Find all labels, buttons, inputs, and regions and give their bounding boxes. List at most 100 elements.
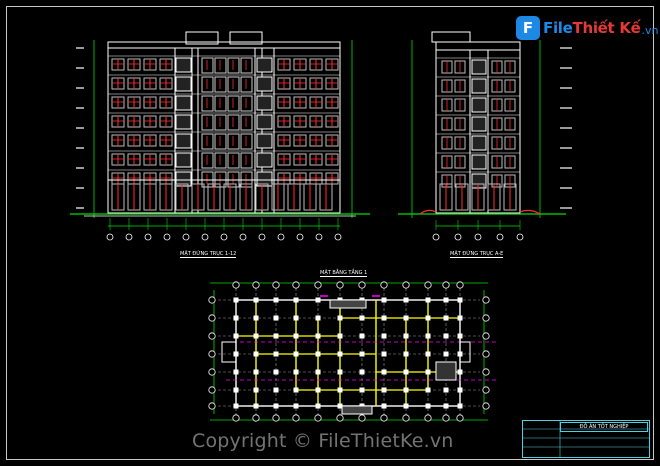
grid-bubble: [220, 233, 228, 241]
curtain-panel: [214, 57, 227, 74]
plan-column: [233, 387, 239, 393]
plan-entrance-left: [221, 341, 237, 363]
plan-grid-bubble: [482, 386, 490, 394]
side-balcony: [471, 135, 487, 151]
plan-column: [315, 351, 321, 357]
side-balcony: [471, 59, 487, 75]
balcony-left: [175, 76, 192, 92]
plan-grid-bubble: [482, 296, 490, 304]
curtain-panel: [227, 95, 240, 112]
balcony-right: [256, 57, 273, 73]
plan-grid-bubble: [208, 314, 216, 322]
roof-box-right: [229, 31, 263, 45]
plan-column: [273, 351, 279, 357]
balcony-left: [175, 152, 192, 168]
plan-grid-bubble: [272, 414, 280, 422]
roof-box-left: [185, 31, 219, 45]
plan-column: [359, 333, 365, 339]
plan-column: [337, 351, 343, 357]
plan-grid-bubble: [482, 402, 490, 410]
plan-grid-bubble: [482, 368, 490, 376]
plan-column: [359, 387, 365, 393]
plan-column: [425, 351, 431, 357]
side-balcony: [471, 154, 487, 170]
title-block-title: ĐỒ ÁN TỐT NGHIỆP: [560, 422, 648, 432]
plan-column: [293, 297, 299, 303]
plan-column: [425, 333, 431, 339]
plan-column: [443, 387, 449, 393]
plan-column: [403, 333, 409, 339]
plan-column: [315, 315, 321, 321]
side-balcony: [471, 116, 487, 132]
plan-column: [233, 403, 239, 409]
plan-grid-bubble: [380, 414, 388, 422]
plan-column: [457, 387, 463, 393]
plan-column: [293, 351, 299, 357]
side-balcony: [471, 97, 487, 113]
plan-column: [337, 403, 343, 409]
plan-grid-bubble: [208, 350, 216, 358]
plan-column: [293, 315, 299, 321]
front-elevation-label: MẶT ĐỨNG TRỤC 1-12: [180, 251, 237, 258]
plan-column: [381, 333, 387, 339]
curtain-panel: [201, 76, 214, 93]
plan-column: [253, 351, 259, 357]
plan-grid-bubble: [208, 368, 216, 376]
plan-grid-bubble: [380, 281, 388, 289]
plan-column: [381, 403, 387, 409]
plan-grid-bubble: [456, 281, 464, 289]
plan-column: [403, 315, 409, 321]
plan-column: [403, 351, 409, 357]
site-logo[interactable]: F FileThiết Kế .vn: [516, 16, 659, 40]
curtain-panel: [240, 95, 253, 112]
plan-column: [293, 387, 299, 393]
plan-column: [293, 369, 299, 375]
plan-column: [273, 297, 279, 303]
plan-grid-bubble: [232, 281, 240, 289]
plan-column: [403, 403, 409, 409]
plan-column: [443, 351, 449, 357]
plan-grid-bubble: [442, 414, 450, 422]
plan-grid-bubble: [208, 332, 216, 340]
grid-bubble: [296, 233, 304, 241]
side-grid-bubble: [454, 233, 462, 241]
plan-grid-bubble: [272, 281, 280, 289]
plan-column: [425, 403, 431, 409]
plan-grid-bubble: [232, 414, 240, 422]
grid-bubble: [239, 233, 247, 241]
curtain-panel: [201, 152, 214, 169]
curtain-panel: [201, 114, 214, 131]
plan-column: [273, 333, 279, 339]
grid-bubble: [106, 233, 114, 241]
curtain-panel: [214, 114, 227, 131]
plan-grid-bubble: [482, 314, 490, 322]
plan-grid-bubble: [292, 414, 300, 422]
curtain-panel: [214, 133, 227, 150]
plan-grid-bubble: [314, 414, 322, 422]
grid-bubble: [144, 233, 152, 241]
plan-column: [273, 387, 279, 393]
balcony-right: [256, 171, 273, 187]
plan-column: [359, 315, 365, 321]
copyright-watermark: Copyright © FileThietKe.vn: [192, 430, 454, 452]
plan-column: [293, 403, 299, 409]
curtain-panel: [201, 57, 214, 74]
plan-column: [293, 333, 299, 339]
curtain-panel: [240, 114, 253, 131]
plan-stair-bottom: [341, 405, 373, 415]
plan-column: [253, 369, 259, 375]
plan-column: [381, 351, 387, 357]
plan-grid-bubble: [358, 281, 366, 289]
plan-grid-bubble: [358, 414, 366, 422]
side-parapet: [435, 41, 521, 51]
side-grid-bubble: [432, 233, 440, 241]
plan-grid-bubble: [252, 414, 260, 422]
side-building-outline: [435, 49, 521, 214]
curtain-panel: [240, 133, 253, 150]
plan-stair-top: [329, 299, 367, 309]
grid-bubble: [315, 233, 323, 241]
plan-column: [233, 369, 239, 375]
plan-column: [253, 315, 259, 321]
plan-grid-bubble: [424, 281, 432, 289]
plan-grid-bubble: [424, 414, 432, 422]
